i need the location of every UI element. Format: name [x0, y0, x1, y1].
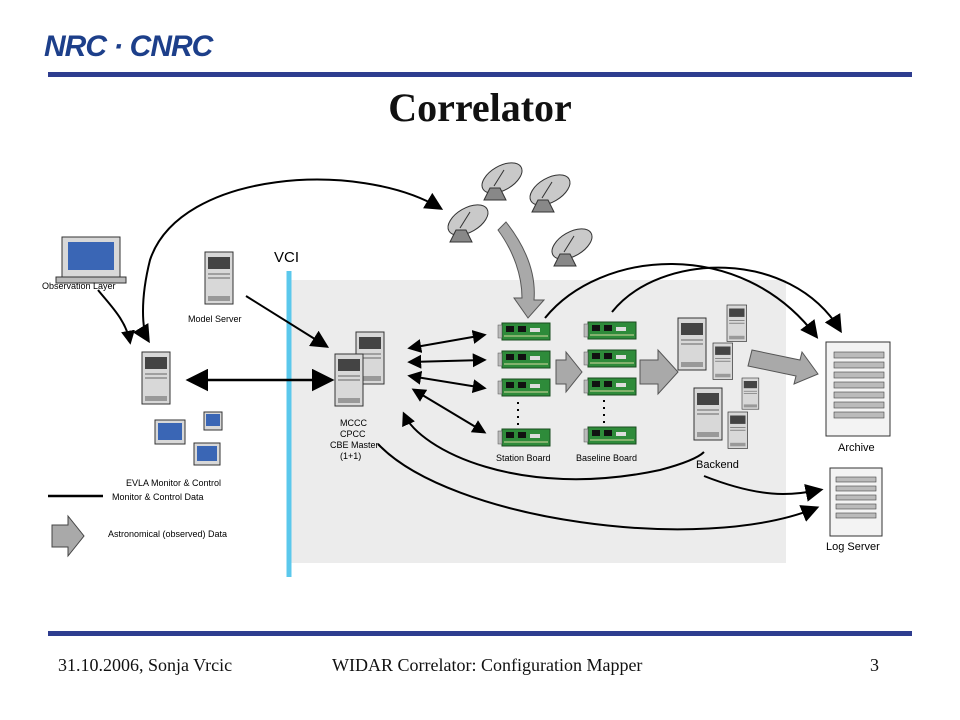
nrc-cnrc-logo: NRC · CNRC: [44, 30, 213, 63]
backend-server-icon: [712, 342, 733, 380]
antenna-dish-icon: [524, 168, 576, 213]
station-to-baseline-arrow-icon: [555, 350, 583, 394]
baseline-board-icon: [583, 321, 637, 340]
vci-label: VCI: [274, 249, 299, 266]
archive-storage-icon: [825, 341, 891, 437]
backend-server-icon: [726, 304, 747, 342]
legend-astro-label: Astronomical (observed) Data: [108, 529, 227, 539]
log-server-storage-icon: [829, 467, 883, 537]
mccc-line-2: CPCC: [340, 429, 366, 439]
evla-label: EVLA Monitor & Control: [126, 478, 221, 488]
antenna-dish-icon: [442, 198, 494, 243]
model-server-label: Model Server: [188, 314, 242, 324]
baseline-board-label: Baseline Board: [576, 453, 637, 463]
observation-layer-computer-icon: [55, 236, 127, 284]
backend-server-icon: [677, 317, 707, 371]
backend-server-icon: [741, 377, 760, 410]
legend-control-label: Monitor & Control Data: [112, 492, 204, 502]
legend-astro-arrow-icon: [51, 514, 85, 558]
control-flows: [97, 178, 842, 531]
archive-label: Archive: [838, 442, 875, 454]
antenna-dish-icon: [476, 156, 528, 201]
top-rule: [48, 72, 912, 77]
backend-server-icon: [693, 387, 723, 441]
backend-to-archive-arrow-icon: [747, 349, 819, 385]
station-board-icon: [497, 428, 551, 447]
baseline-board-icon: [583, 349, 637, 368]
station-board-icon: [497, 350, 551, 369]
mccc-line-3: CBE Master: [330, 440, 379, 450]
station-board-icon: [497, 378, 551, 397]
mccc-line-4: (1+1): [340, 451, 361, 461]
log-server-label: Log Server: [826, 541, 880, 553]
footer-page-number: 3: [870, 655, 879, 675]
evla-workstation-icon: [154, 411, 223, 466]
backend-label: Backend: [696, 459, 739, 471]
bottom-rule: [48, 631, 912, 636]
evla-server-icon: [141, 351, 171, 405]
antenna-to-station-arrow-icon: [497, 221, 546, 319]
footer-date-author: 31.10.2006, Sonja Vrcic: [58, 655, 233, 675]
mccc-line-1: MCCC: [340, 418, 367, 428]
model-server-icon: [204, 251, 234, 305]
slide-title: Correlator: [388, 85, 572, 130]
baseline-to-backend-arrow-icon: [639, 348, 679, 396]
backend-server-icon: [727, 411, 748, 449]
baseline-board-icon: [583, 426, 637, 445]
observation-layer-label: Observation Layer: [42, 281, 116, 291]
footer-presentation-title: WIDAR Correlator: Configuration Mapper: [332, 655, 643, 675]
baseline-board-icon: [583, 377, 637, 396]
mccc-server-icon: [334, 353, 364, 407]
antenna-dish-icon: [546, 222, 598, 267]
station-board-label: Station Board: [496, 453, 551, 463]
station-board-icon: [497, 322, 551, 341]
